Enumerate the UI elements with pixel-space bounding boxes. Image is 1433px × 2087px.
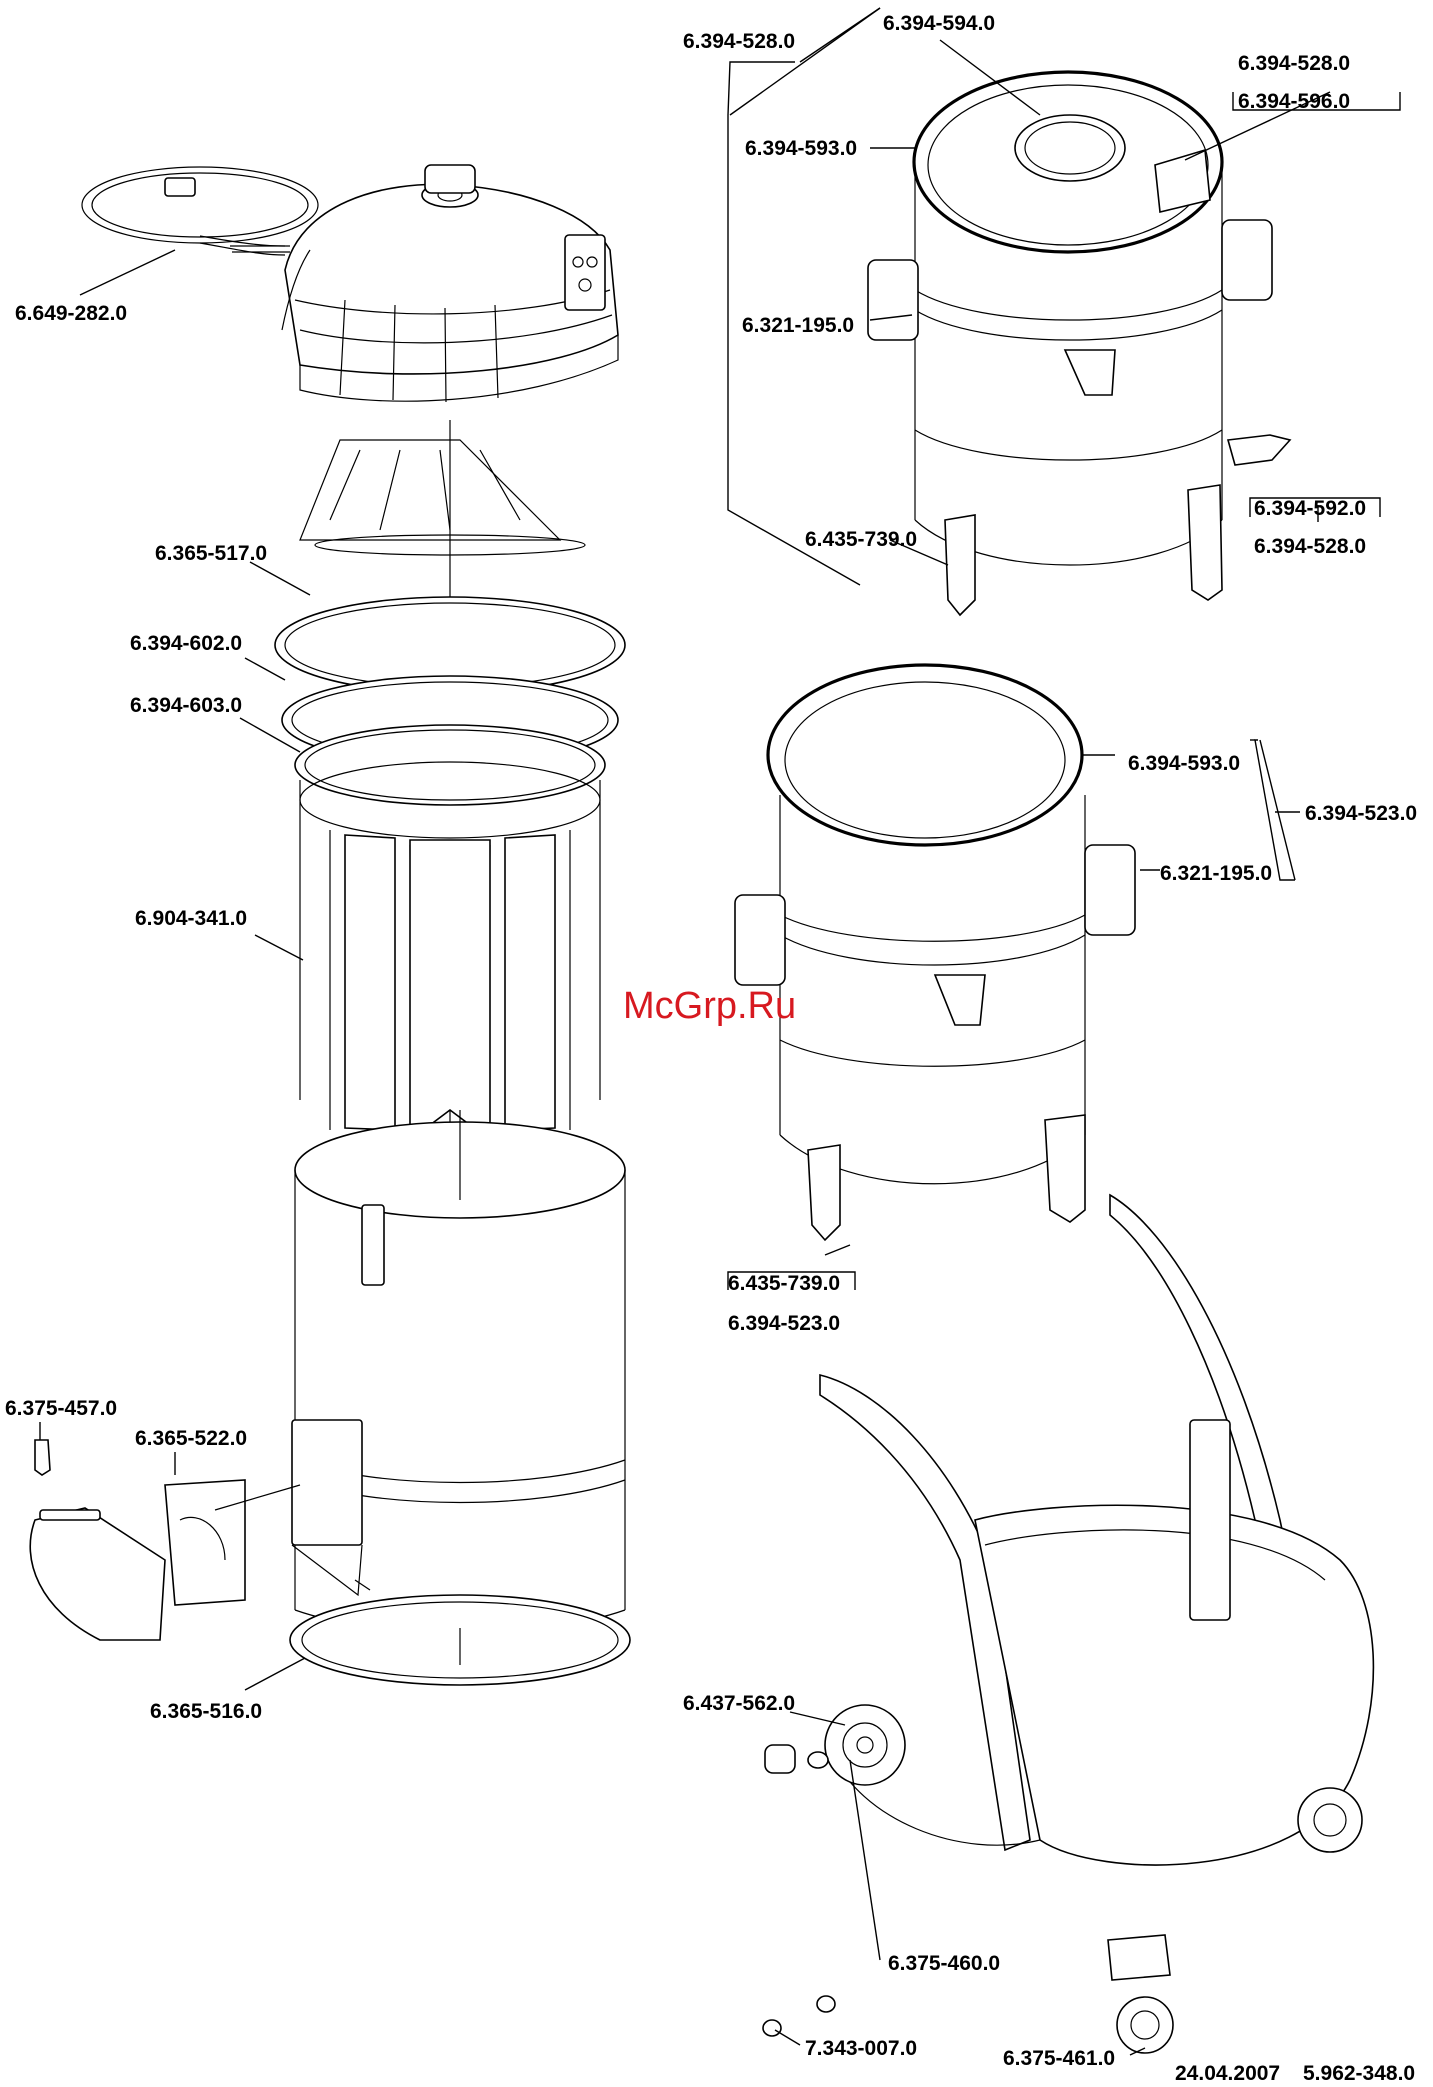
label-cage-ring: 6.365-517.0: [155, 542, 267, 565]
label-flap: 6.365-522.0: [135, 1427, 247, 1450]
bracket-boxes: [727, 92, 1401, 1290]
label-hose: 6.649-282.0: [15, 302, 127, 325]
label-tank-assembly: 6.394-528.0: [683, 30, 795, 53]
label-drain: 6.394-592.0: [1254, 497, 1366, 520]
label-base-ring: 6.365-516.0: [150, 1700, 262, 1723]
base-ring: [289, 1594, 631, 1686]
footer-doc-number: 5.962-348.0: [1303, 2062, 1415, 2085]
label-seal-603: 6.394-603.0: [130, 694, 242, 717]
label-washer: 7.343-007.0: [805, 2037, 917, 2060]
leader-lines: [39, 7, 1331, 2056]
label-valve-ref: 6.394-528.0: [1238, 52, 1350, 75]
label-tank-seal-lower: 6.394-593.0: [1128, 752, 1240, 775]
part-labels: 6.649-282.0 6.365-517.0 6.394-602.0 6.39…: [5, 12, 1417, 2070]
vacuum-head: [281, 164, 619, 403]
hose-coil: [81, 166, 319, 256]
seal-rings: [274, 596, 626, 806]
label-tank-lower-assembly: 6.394-523.0: [1305, 802, 1417, 825]
watermark: McGrp.Ru: [623, 985, 796, 1027]
label-caster-upper: 6.435-739.0: [805, 528, 917, 551]
filter-cage: [299, 761, 601, 1150]
label-tank-seal-upper: 6.394-593.0: [745, 137, 857, 160]
cart-frame: [762, 1193, 1375, 2054]
label-caster-lower: 6.435-739.0: [728, 1272, 840, 1295]
label-wheel: 6.375-460.0: [888, 1952, 1000, 1975]
label-tank-handle-lower: 6.321-195.0: [1160, 862, 1272, 885]
label-valve-part: 6.394-596.0: [1238, 90, 1350, 113]
label-caster-lower-ref: 6.394-523.0: [728, 1312, 840, 1335]
container-body: [291, 1110, 626, 1634]
label-drain-ref: 6.394-528.0: [1254, 535, 1366, 558]
label-top-seal: 6.394-594.0: [883, 12, 995, 35]
footer-date: 24.04.2007: [1175, 2062, 1280, 2085]
label-swivel-caster: 6.375-461.0: [1003, 2047, 1115, 2070]
label-plug: 6.375-457.0: [5, 1397, 117, 1420]
intake-flap: [29, 1439, 301, 1641]
label-seal-602: 6.394-602.0: [130, 632, 242, 655]
label-axle: 6.437-562.0: [683, 1692, 795, 1715]
label-tank-handle-upper: 6.321-195.0: [742, 314, 854, 337]
lower-tank: [734, 663, 1136, 1242]
label-filter-cage: 6.904-341.0: [135, 907, 247, 930]
upper-tank: [867, 70, 1292, 617]
